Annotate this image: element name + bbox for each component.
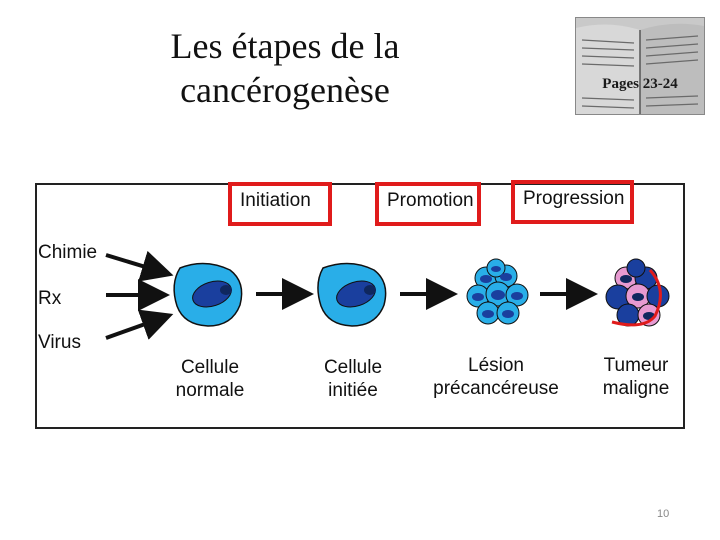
stage-progression: Progression [511, 180, 634, 224]
agent-rx: Rx [38, 288, 62, 309]
stage-promotion: Promotion [375, 182, 481, 226]
caption-precancerous-lesion: Lésion précancéreuse [416, 354, 576, 400]
caption-tumor-line-2: maligne [602, 378, 670, 399]
caption-malignant-tumor: Tumeur maligne [556, 354, 716, 400]
caption-initiated-line-1: Cellule [323, 357, 383, 378]
initiated-cell-icon [317, 262, 387, 327]
caption-lesion-line-2: précancéreuse [433, 378, 559, 399]
agent-virus: Virus [38, 332, 81, 353]
arrow-chimie [105, 250, 174, 282]
page-number: 10 [657, 508, 670, 520]
malignant-tumor-icon [605, 258, 670, 327]
open-book-icon [576, 18, 704, 114]
stage-initiation: Initiation [228, 182, 332, 226]
title-line-1: Les étapes de la [170, 26, 400, 66]
caption-initiated-cell: Cellule initiée [273, 356, 433, 402]
caption-normal-line-2: normale [175, 380, 245, 401]
slide-title: Les étapes de la cancérogenèse [150, 24, 420, 112]
book-pages-image: Pages 23-24 [575, 17, 705, 115]
caption-lesion-line-1: Lésion [468, 355, 524, 376]
arrow-virus [105, 309, 174, 340]
caption-normal-line-1: Cellule [180, 357, 240, 378]
precancerous-lesion-icon [466, 258, 529, 325]
agent-chimie: Chimie [38, 242, 98, 263]
normal-cell-icon [173, 262, 243, 327]
caption-normal-cell: Cellule normale [130, 356, 290, 402]
title-line-2: cancérogenèse [180, 70, 390, 110]
caption-tumor-line-1: Tumeur [603, 355, 669, 376]
caption-initiated-line-2: initiée [328, 380, 378, 401]
pages-reference: Pages 23-24 [602, 76, 678, 92]
